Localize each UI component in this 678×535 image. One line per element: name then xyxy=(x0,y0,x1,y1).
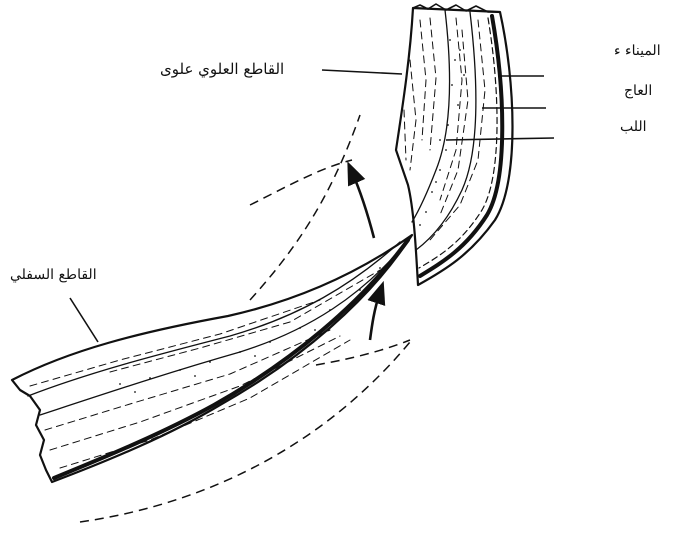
upper-incisor xyxy=(394,3,514,287)
dashed-path-upper-left xyxy=(249,159,353,206)
label-pulp: اللب xyxy=(620,119,647,135)
leader-pulp xyxy=(445,137,555,141)
lower-incisor xyxy=(10,233,414,484)
label-enamel: الميناء ء xyxy=(614,43,661,59)
leader-lower-incisor xyxy=(69,297,99,343)
label-dentin: العاج xyxy=(624,83,653,99)
motion-arrow-lower xyxy=(367,280,386,341)
leader-upper-incisor xyxy=(321,69,403,75)
dashed-path-upper-right xyxy=(249,114,361,301)
label-upper-incisor: القاطع العلوي علوى xyxy=(160,60,285,78)
motion-arrow-upper xyxy=(347,161,376,239)
label-lower-incisor: القاطع السفلي xyxy=(10,267,97,283)
dashed-path-lower-bottom xyxy=(79,341,411,523)
dashed-path-lower-top xyxy=(315,339,411,366)
